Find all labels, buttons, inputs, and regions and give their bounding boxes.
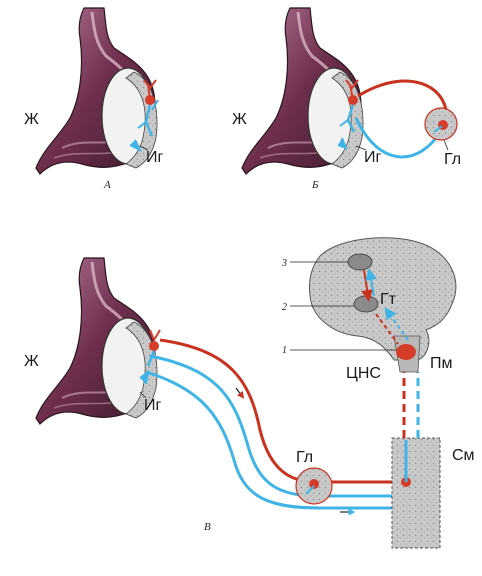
panel-c: 3 2 1 Гт ЦНС Пм См Ж Иг Гл В <box>24 237 475 549</box>
hypothalamus-label: Гт <box>380 291 397 308</box>
panel-a: Ж Иг А <box>24 6 164 191</box>
stomach-label-a: Ж <box>24 111 39 128</box>
brain <box>309 237 457 361</box>
medulla-label: Пм <box>430 355 453 372</box>
nucleus-3 <box>347 253 373 271</box>
callout-3: 3 <box>281 258 287 269</box>
afferent-fiber-c-2 <box>145 370 416 510</box>
panel-letter-c: В <box>204 521 211 533</box>
afferent-fiber-c-1 <box>149 354 400 498</box>
plexus-label-b: Иг <box>364 149 382 166</box>
plexus-neurons-c <box>139 329 161 385</box>
stomach-c <box>34 256 159 426</box>
afferent-fiber-b <box>354 117 442 159</box>
cns-label: ЦНС <box>346 365 381 382</box>
stomach-label-b: Ж <box>232 111 247 128</box>
stomach-label-c: Ж <box>24 353 39 370</box>
efferent-fiber-b <box>357 79 448 111</box>
nucleus-2 <box>353 295 379 313</box>
nucleus-1 <box>396 344 416 360</box>
spinal-label: См <box>452 447 475 464</box>
plexus-neurons-a <box>129 79 159 153</box>
ganglion-label-c: Гл <box>296 449 313 466</box>
ganglion-label-b: Гл <box>444 151 461 168</box>
callout-1: 1 <box>282 345 287 356</box>
callout-2: 2 <box>282 302 287 313</box>
stomach-b <box>240 6 365 176</box>
plexus-label-a: Иг <box>146 149 164 166</box>
panel-letter-a: А <box>103 179 111 191</box>
spinal-cord <box>391 437 441 549</box>
plexus-neurons-b <box>337 79 359 150</box>
panel-letter-b: Б <box>311 179 319 191</box>
plexus-label-c: Иг <box>144 397 162 414</box>
panel-b: Ж Иг Гл Б <box>232 6 461 191</box>
efferent-fiber-c <box>159 338 404 484</box>
